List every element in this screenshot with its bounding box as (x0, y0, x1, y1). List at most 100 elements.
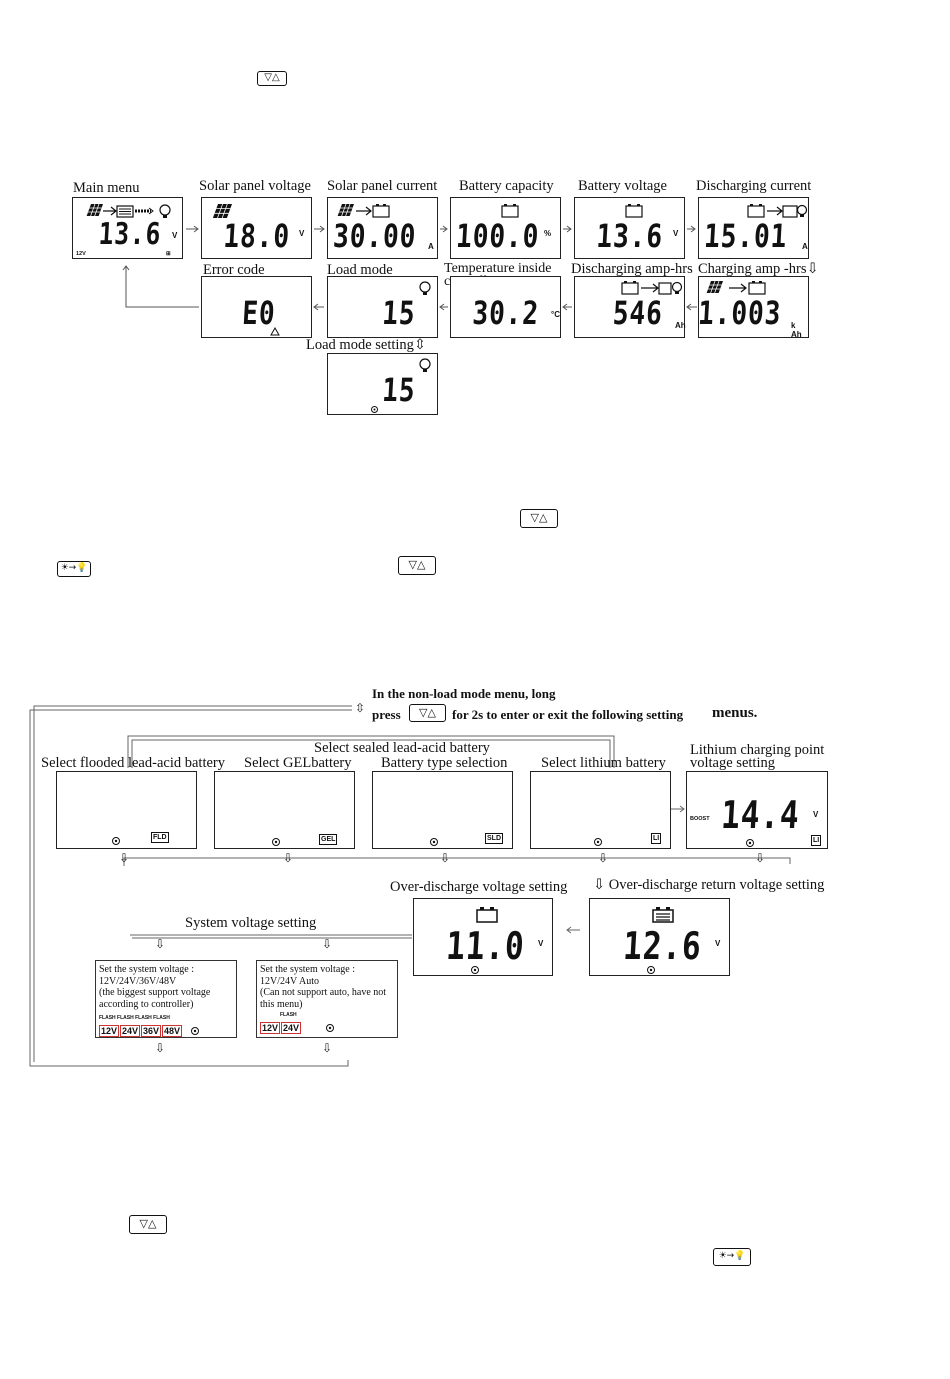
label-temperature-1: Temperature inside (444, 261, 552, 276)
down-arrow-icon: ⇩ (598, 851, 609, 865)
label-discharging-amphrs: Discharging amp-hrs (571, 261, 693, 277)
note1-line4: according to controller) (99, 998, 194, 1010)
section2-lines (29, 705, 791, 1067)
voltage-12v: 12V (99, 1024, 120, 1037)
sun-load-key-icon: ☀→💡 (713, 1248, 751, 1266)
note1-line1: Set the system voltage : (99, 964, 194, 975)
over-discharge-value: 11.0 (445, 924, 527, 968)
solar-panel-icon (212, 204, 232, 218)
gear-icon (190, 1027, 199, 1036)
li-charge-value: 14.4 (720, 793, 802, 837)
note2-line1: Set the system voltage : (260, 964, 355, 975)
label-li-charge-1: Lithium charging point (690, 742, 825, 758)
warning-icon (270, 327, 280, 336)
bulb-icon (419, 281, 431, 295)
down-arrow-icon: ⇩ (322, 937, 333, 951)
main-small-icon: ⊞ (166, 251, 171, 257)
battery-full-icon (652, 907, 674, 923)
label-battery-capacity: Battery capacity (459, 178, 554, 194)
updown-key-icon: ▽△ (409, 704, 446, 722)
over-discharge-unit: V (538, 939, 544, 948)
updown-key-icon: ▽△ (520, 509, 558, 528)
lcd-li-charge: BOOST 14.4 V LI (686, 771, 828, 849)
updown-key-icon: ▽△ (398, 556, 436, 575)
label-pv-voltage: Solar panel voltage (199, 178, 311, 194)
lcd-lithium: LI (530, 771, 671, 849)
voltage-48v: 48V (162, 1024, 183, 1037)
label-sealed: Select sealed lead-acid battery (314, 740, 490, 756)
label-over-discharge: Over-discharge voltage setting (390, 879, 568, 895)
note2-line4: this menu) (260, 998, 303, 1010)
voltage-12v: 12V (260, 1021, 281, 1034)
discharging-amphrs-unit: Ah (675, 321, 686, 330)
gear-icon (272, 838, 280, 846)
bulb-icon (419, 358, 431, 372)
label-battery-voltage: Battery voltage (578, 178, 667, 194)
capacity-unit: % (544, 229, 552, 238)
gear-icon (647, 966, 655, 974)
gear-icon (371, 406, 378, 413)
pv-current-unit: A (428, 242, 434, 251)
voltage-36v: 36V (141, 1024, 162, 1037)
battery-voltage-unit: V (673, 229, 679, 238)
down-arrow-icon: ⇩ (322, 1041, 333, 1055)
note-system-voltage-1: Set the system voltage : 12V/24V/36V/48V… (95, 960, 237, 1038)
label-load-mode: Load mode (327, 262, 393, 278)
note-system-voltage-2: Set the system voltage : 12V/24V Auto (C… (256, 960, 398, 1038)
label-over-return: ⇩ Over-discharge return voltage setting (593, 877, 825, 893)
charging-amphrs-unit: k Ah (791, 321, 802, 339)
label-discharging-current: Discharging current (696, 178, 812, 194)
main-unit: V (172, 231, 178, 240)
intro-press: press (372, 707, 401, 722)
fld-tag: FLD (151, 832, 169, 843)
note2-line2: 12V/24V Auto (260, 975, 319, 987)
gear-icon (471, 966, 479, 974)
voltage-24v: 24V (120, 1024, 141, 1037)
lcd-discharging-amphrs: 546 Ah (574, 276, 686, 338)
lcd-over-return: 12.6 V (589, 898, 730, 976)
li-tag: LI (651, 833, 662, 844)
gear-icon (430, 838, 438, 846)
note2-flash: FLASH (280, 1012, 297, 1018)
gear-icon (325, 1024, 334, 1033)
note1-line3: (the biggest support voltage (99, 987, 211, 998)
lcd-battery-voltage: 13.6 V (574, 197, 685, 259)
lcd-error-code: E0 (201, 276, 312, 338)
intro-line1: In the non-load mode menu, long (372, 686, 556, 701)
gear-icon (112, 837, 120, 845)
down-arrow-icon: ⇩ (440, 851, 451, 865)
lcd-over-discharge: 11.0 V (413, 898, 553, 976)
main-status-icons (75, 204, 171, 218)
lcd-main-menu: 13.6 V 12V ⊞ (72, 197, 183, 259)
pv-voltage-unit: V (299, 229, 305, 238)
boost-label: BOOST (690, 816, 710, 822)
intro-rest: for 2s to enter or exit the following se… (452, 707, 684, 722)
lcd-gel: GEL (214, 771, 355, 849)
lcd-discharging-current: 15.01 A (698, 197, 809, 259)
label-flooded: Select flooded lead-acid battery (41, 755, 225, 771)
down-arrow-icon: ⇩ (283, 851, 294, 865)
updown-arrow-icon: ⇳ (355, 701, 366, 715)
lcd-load-mode: 15 (327, 276, 438, 338)
over-return-unit: V (715, 939, 721, 948)
lcd-flooded: FLD (56, 771, 197, 849)
solar-to-battery-icon (337, 204, 390, 218)
note2-line3: (Can not support auto, have not (260, 987, 387, 998)
down-arrow-icon: ⇩ (155, 1041, 166, 1055)
intro-menus: menus. (712, 705, 758, 721)
label-gel: Select GELbattery (244, 755, 352, 771)
label-charging-amphrs: Charging amp -hrs⇩ (698, 261, 819, 277)
main-12v: 12V (76, 251, 86, 257)
over-return-value: 12.6 (622, 924, 704, 968)
sld-tag: SLD (485, 833, 503, 844)
gear-icon (594, 838, 602, 846)
lcd-pv-current: 30.00 A (327, 197, 438, 259)
solar-to-battery-icon (706, 281, 766, 295)
li-tag: LI (811, 835, 822, 846)
note1-flash: FLASH FLASH FLASH FLASH (99, 1015, 170, 1021)
voltage-24v: 24V (281, 1021, 302, 1034)
battery-icon (501, 204, 519, 218)
down-arrow-icon: ⇩ (155, 937, 166, 951)
